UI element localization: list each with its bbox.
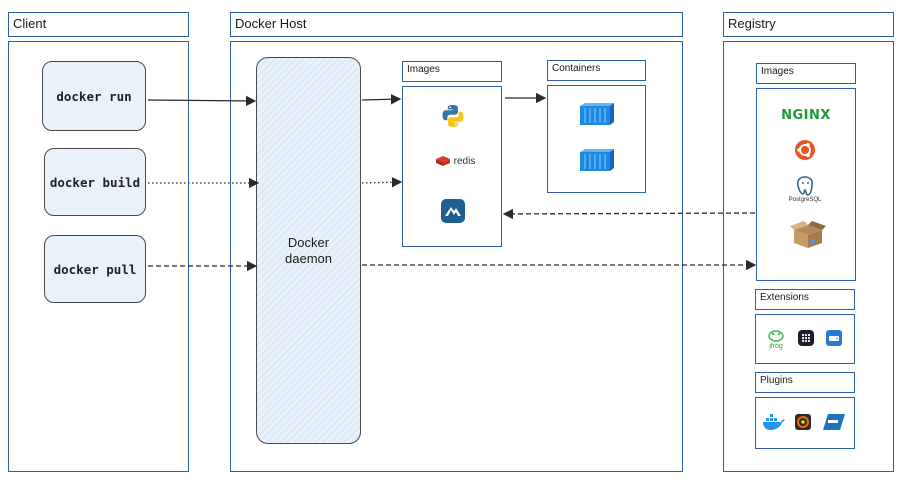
- nginx-logo-icon: NGINX: [770, 106, 842, 124]
- docker-build-label: docker build: [49, 174, 141, 190]
- containers-title: Containers: [552, 63, 601, 74]
- registry-images-header: Images: [756, 63, 856, 84]
- registry-to-images-arrow: [502, 208, 756, 220]
- grafana-plugin-icon: [794, 413, 812, 431]
- nginx-label: NGINX: [781, 107, 831, 123]
- docker-pull-label: docker pull: [53, 261, 137, 277]
- python-icon: [440, 103, 466, 129]
- docker-host-title: Docker Host: [235, 16, 307, 31]
- plugins-header: Plugins: [755, 372, 855, 393]
- host-images-title: Images: [407, 64, 440, 75]
- package-box-icon: [790, 220, 826, 250]
- client-title: Client: [13, 16, 47, 31]
- jfrog-icon: jfrog: [764, 327, 788, 351]
- docker-whale-icon: [762, 412, 786, 432]
- extensions-header: Extensions: [755, 289, 855, 310]
- plugins-title: Plugins: [760, 375, 793, 386]
- docker-pull-command[interactable]: docker pull: [44, 235, 146, 303]
- redis-label: redis: [453, 155, 476, 167]
- mountain-image-icon: [440, 198, 466, 224]
- vmware-plugin-icon: [822, 413, 846, 431]
- run-to-daemon-arrow: [147, 95, 257, 107]
- docker-run-command[interactable]: docker run: [42, 61, 146, 131]
- host-images-header: Images: [402, 61, 502, 82]
- docker-host-header: Docker Host: [230, 12, 683, 37]
- daemon-to-images-arrow: [361, 94, 402, 105]
- containers-header: Containers: [547, 60, 646, 81]
- client-header: Client: [8, 12, 189, 37]
- disk-extension-icon: [825, 329, 843, 347]
- ubuntu-icon: [794, 139, 816, 161]
- docker-run-label: docker run: [56, 88, 132, 104]
- jfrog-label: jfrog: [769, 342, 783, 350]
- registry-header: Registry: [723, 12, 894, 37]
- docker-build-command[interactable]: docker build: [44, 148, 146, 216]
- extensions-title: Extensions: [760, 292, 809, 303]
- container-icon-2: [578, 149, 614, 173]
- redis-icon: redis: [432, 152, 478, 170]
- grid-extension-icon: [797, 329, 815, 347]
- container-icon-1: [578, 103, 614, 127]
- registry-title: Registry: [728, 16, 776, 31]
- postgresql-icon: PostgreSQL: [785, 172, 825, 206]
- daemon-build-to-images-arrow: [361, 177, 403, 188]
- daemon-label-line1: Docker: [287, 234, 330, 250]
- daemon-label-line2: daemon: [285, 250, 332, 266]
- registry-images-title: Images: [761, 66, 794, 77]
- postgresql-label: PostgreSQL: [788, 197, 822, 203]
